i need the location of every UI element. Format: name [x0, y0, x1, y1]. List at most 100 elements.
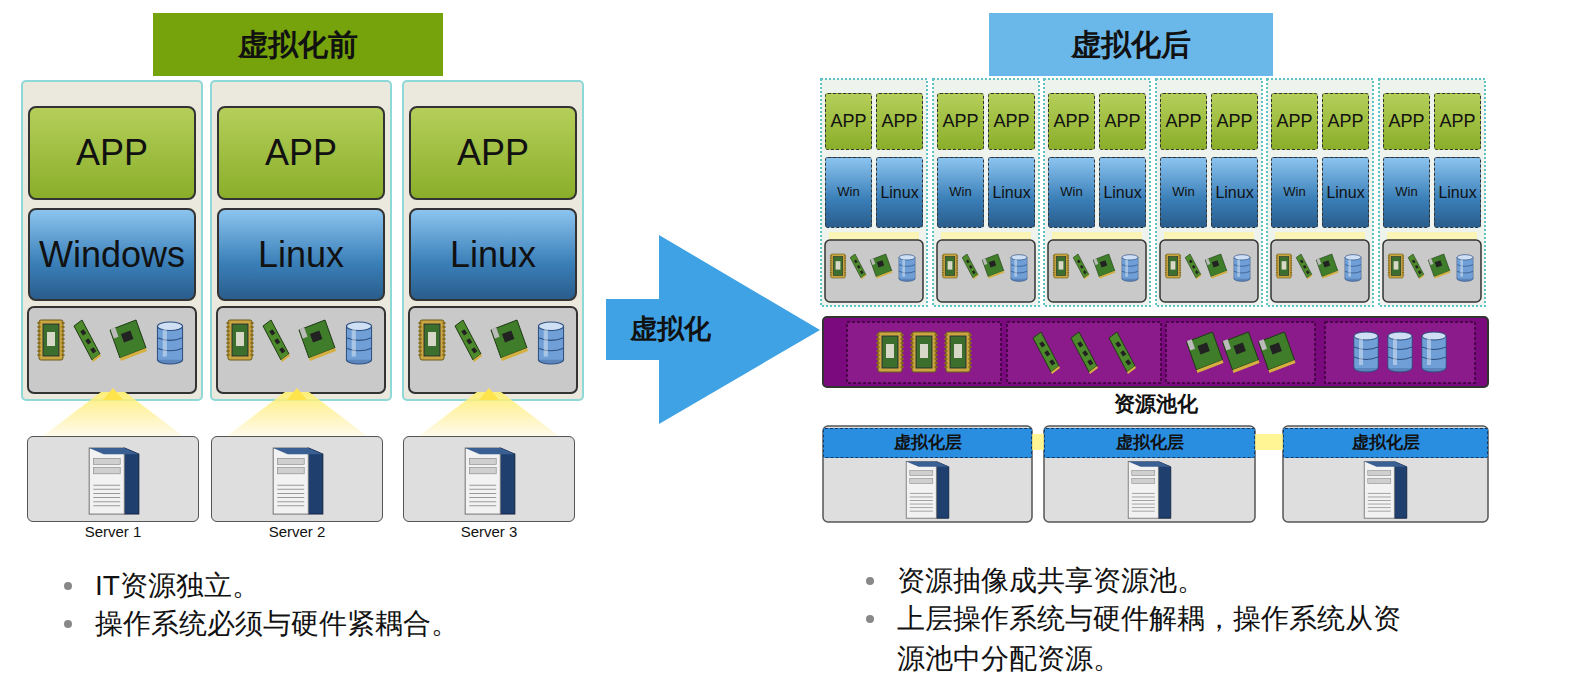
vm-app-box: APP	[876, 93, 923, 150]
node-text: Linux	[258, 235, 344, 275]
node-text: APP	[457, 133, 529, 173]
pool-section	[1166, 322, 1315, 383]
disk-icon	[1388, 332, 1412, 372]
node-text: Linux	[992, 184, 1030, 202]
node-text: Server 1	[28, 524, 198, 541]
vm-group	[933, 79, 1039, 306]
node-text: 虚拟化层	[894, 434, 962, 453]
chip-icon	[831, 254, 845, 278]
chip-icon	[1277, 254, 1291, 278]
node-text: APP	[76, 133, 148, 173]
vm-app-box: APP	[1322, 93, 1369, 150]
glow-link	[1032, 434, 1044, 450]
chip-icon	[420, 320, 444, 360]
nic-icon	[1223, 332, 1260, 373]
bullet-dot	[64, 582, 72, 590]
vm-app-box: APP	[1099, 93, 1146, 150]
bullet-text: 资源抽像成共享资源池。	[897, 561, 1205, 601]
node-text: 虚拟化层	[1352, 434, 1420, 453]
node-text: Win	[1060, 185, 1082, 199]
glow-tip	[287, 388, 307, 400]
disk-icon	[1122, 255, 1138, 282]
pool-section	[1325, 322, 1475, 383]
nic-icon	[1093, 254, 1115, 279]
vm-group	[1044, 79, 1150, 306]
server-box	[1283, 426, 1488, 522]
disk-icon	[1234, 255, 1250, 282]
nic-icon	[1316, 254, 1338, 279]
hardware-box	[1048, 240, 1146, 302]
ram-icon	[962, 254, 978, 279]
node-text: Win	[1283, 185, 1305, 199]
column-container	[211, 81, 391, 400]
glow-tip	[479, 388, 499, 400]
vm-os-box: Linux	[1099, 157, 1146, 228]
ram-icon	[1033, 332, 1060, 374]
os-box: Linux	[409, 208, 577, 301]
disk-icon	[157, 322, 182, 364]
vm-os-box: Win	[1048, 157, 1095, 228]
app-box: APP	[217, 106, 385, 200]
chip-icon	[1054, 254, 1068, 278]
vm-os-box: Win	[1383, 157, 1430, 228]
column-container	[403, 81, 583, 400]
node-text: Linux	[880, 184, 918, 202]
bullet-dot	[866, 577, 874, 585]
node-text: Server 3	[404, 524, 574, 541]
column-container	[22, 81, 202, 400]
virtualization-layer: 虚拟化层	[1283, 428, 1488, 458]
vm-os-box: Linux	[988, 157, 1035, 228]
node-text: APP	[1327, 112, 1363, 132]
nic-icon	[982, 254, 1004, 279]
server-fill	[211, 436, 383, 522]
vm-os-box: Win	[825, 157, 872, 228]
resource-pool: 资源池化	[823, 317, 1488, 415]
node-text: Linux	[1103, 184, 1141, 202]
node-text: 虚拟化后	[1071, 28, 1191, 61]
server-box	[823, 426, 1032, 522]
node-text: APP	[993, 112, 1029, 132]
bullet-dot	[866, 615, 874, 623]
node-text: Win	[837, 185, 859, 199]
hardware-box	[217, 307, 385, 393]
os-box: Linux	[217, 208, 385, 301]
ram-icon	[1109, 332, 1136, 374]
chip-icon	[39, 320, 63, 360]
ram-icon	[1296, 254, 1312, 279]
virtualize-arrow: 虚拟化	[606, 235, 820, 424]
chip-icon	[228, 320, 252, 360]
hardware-box	[1383, 240, 1481, 302]
chip-icon	[1389, 254, 1403, 278]
vm-app-box: APP	[1160, 93, 1207, 150]
hardware-box	[1271, 240, 1369, 302]
vm-app-box: APP	[1271, 93, 1318, 150]
vm-os-box: Linux	[876, 157, 923, 228]
server-fill	[27, 436, 199, 522]
node-text: APP	[881, 112, 917, 132]
app-box: APP	[409, 106, 577, 200]
nic-icon	[491, 320, 528, 361]
node-text: Windows	[39, 235, 185, 275]
server-icon	[1364, 462, 1407, 519]
node-text: APP	[942, 112, 978, 132]
vm-group	[1156, 79, 1262, 306]
ram-icon	[263, 320, 290, 362]
vm-app-box: APP	[988, 93, 1035, 150]
node-text: APP	[1276, 112, 1312, 132]
vm-os-box: Win	[1160, 157, 1207, 228]
disk-icon	[538, 322, 563, 364]
nic-icon	[870, 254, 892, 279]
vm-group	[1379, 79, 1485, 306]
node-text: 虚拟化前	[238, 28, 358, 61]
node-text: Linux	[1326, 184, 1364, 202]
node-text: APP	[1165, 112, 1201, 132]
node-text: APP	[1104, 112, 1140, 132]
node-text: APP	[265, 133, 337, 173]
node-text: Linux	[1215, 184, 1253, 202]
nic-icon	[1205, 254, 1227, 279]
hardware-box	[28, 307, 196, 393]
pool-section	[1007, 322, 1161, 383]
ram-icon	[850, 254, 866, 279]
ram-icon	[74, 320, 101, 362]
node-text: Linux	[1438, 184, 1476, 202]
